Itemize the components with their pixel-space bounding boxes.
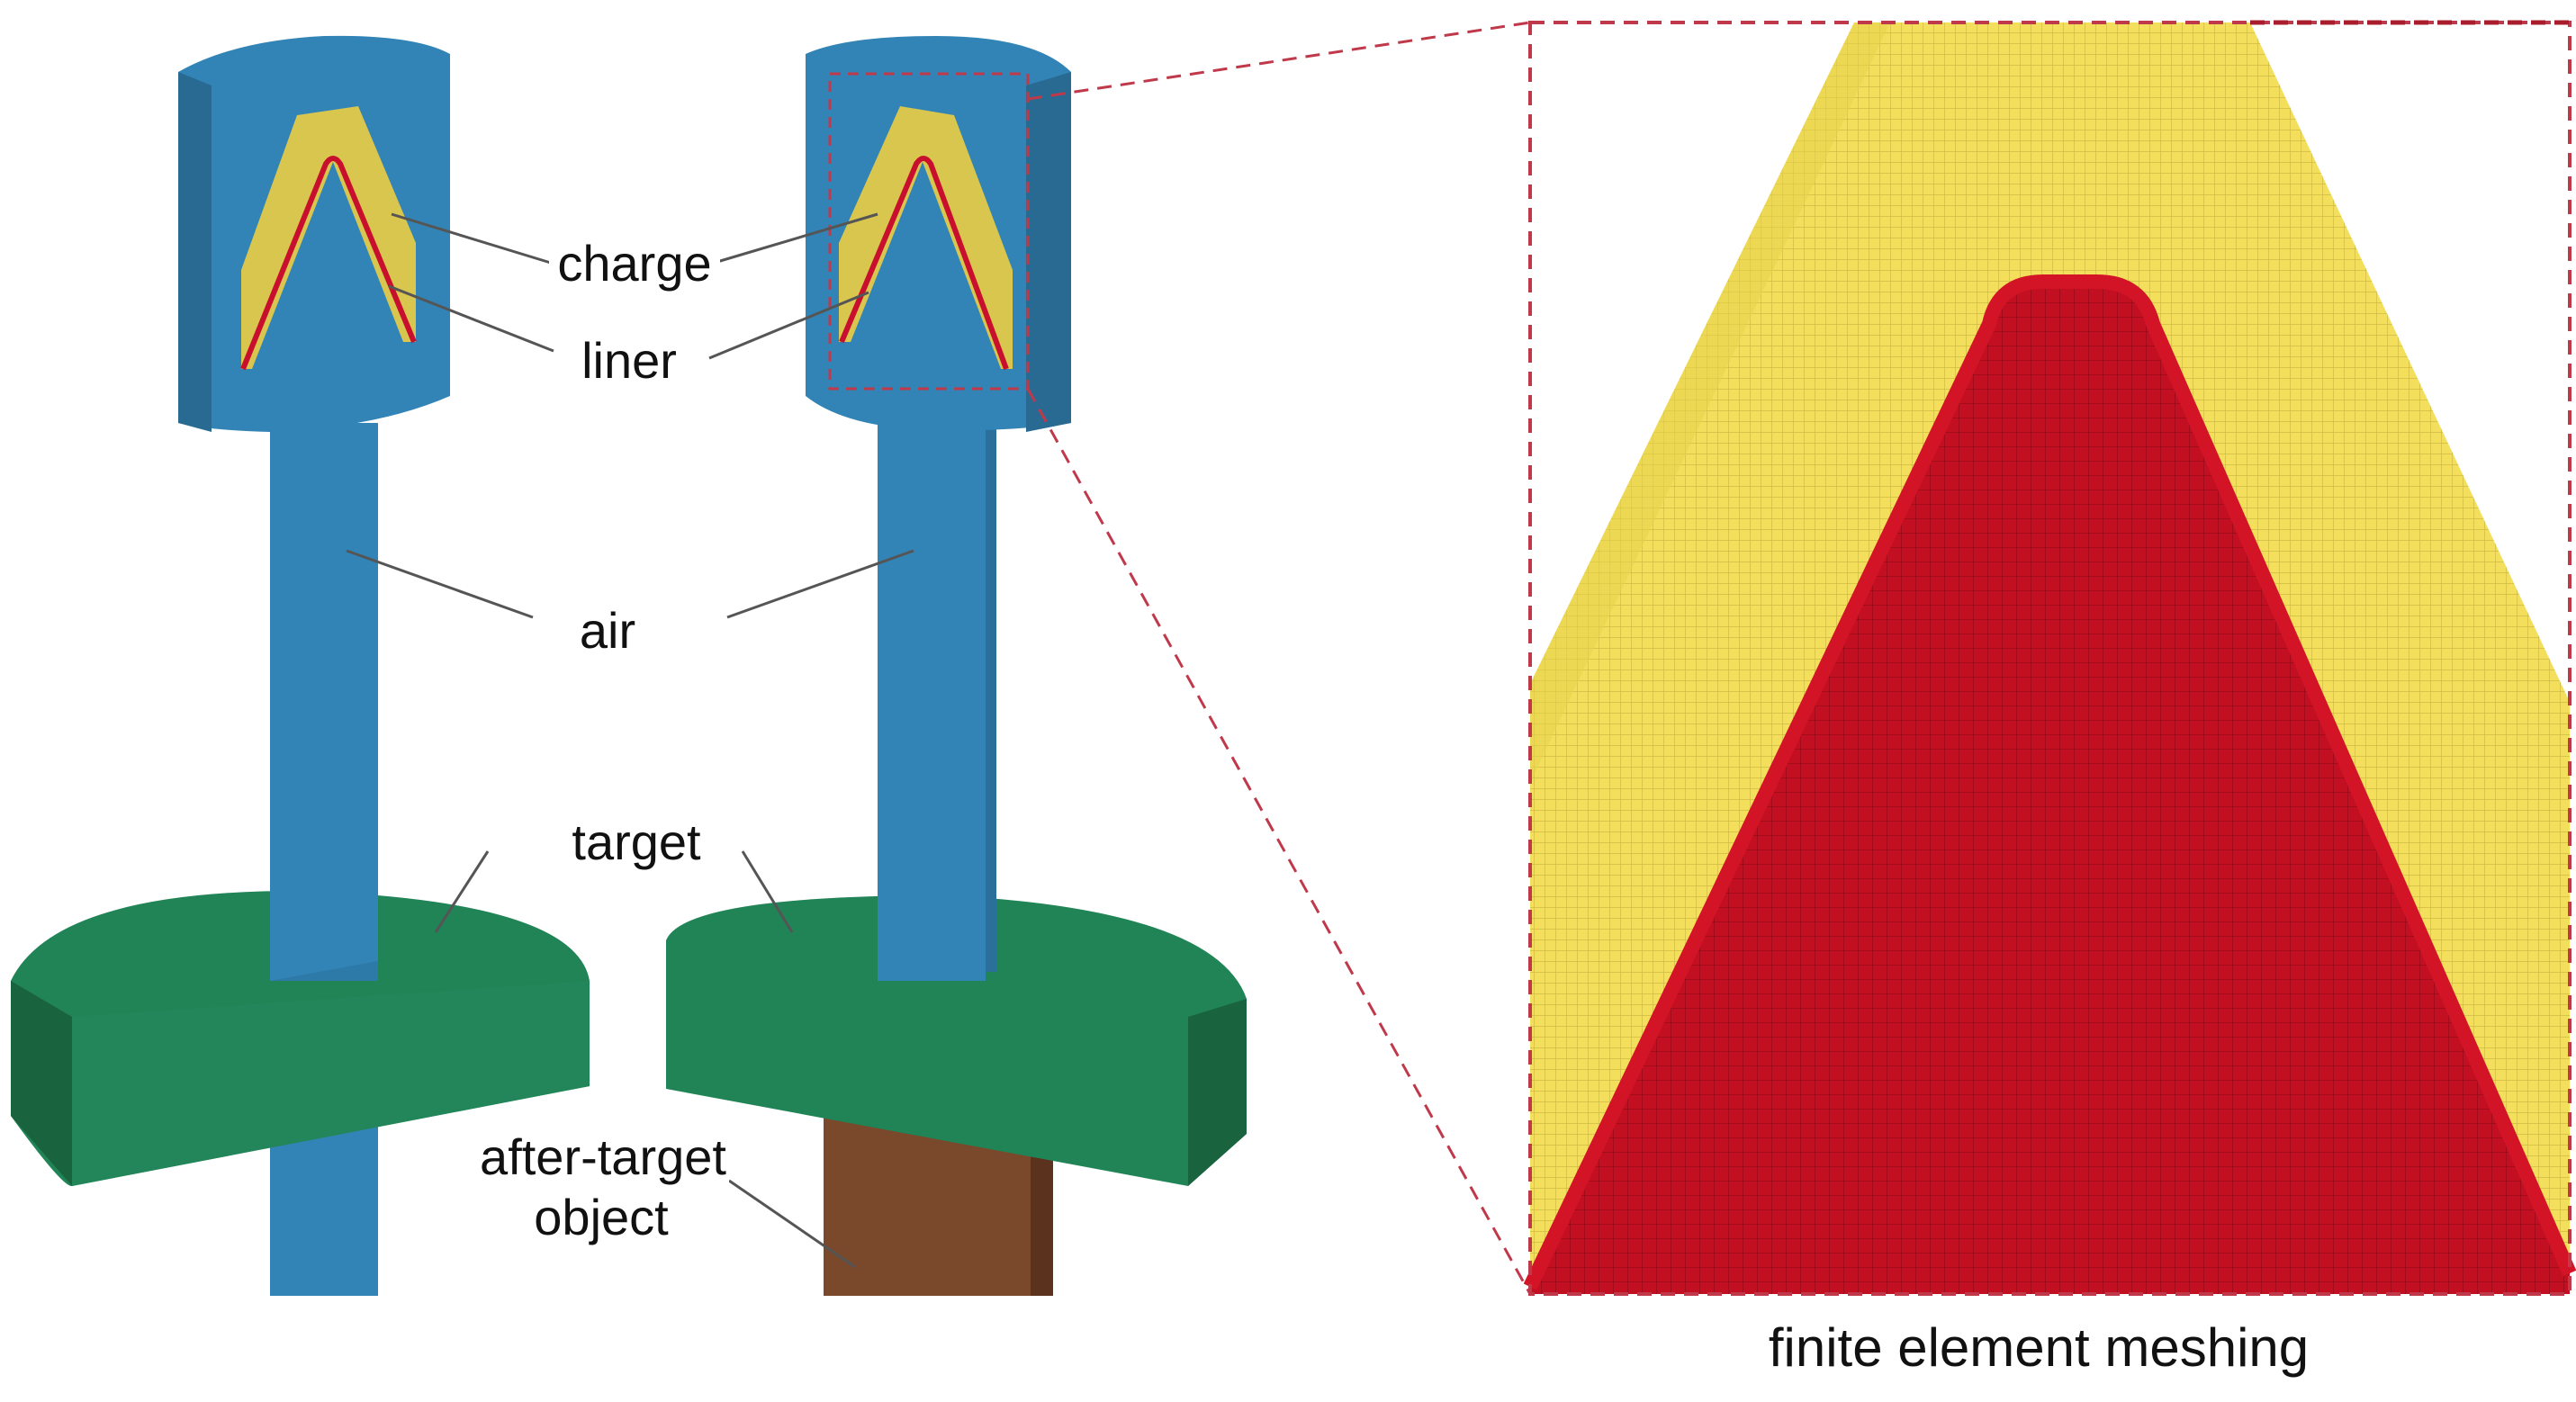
right-model (666, 36, 1247, 1296)
zoom-connectors (1026, 21, 1532, 1295)
zoom-source-box (828, 72, 1030, 391)
target-label-bg (536, 808, 738, 880)
charge-label-bg (549, 229, 720, 301)
left-liner (240, 156, 417, 371)
right-air-column (878, 423, 986, 981)
leader-lines (346, 212, 914, 1269)
after-target-label-line1: after-target (480, 1128, 726, 1185)
mesh-charge-edge (1530, 22, 1890, 783)
mesh-liner-region (1530, 282, 2570, 1294)
right-liner (839, 156, 1009, 371)
labels: charge liner air target after-target obj… (477, 229, 738, 1251)
right-target-disk (666, 895, 1247, 1186)
after-target-label-line2: object (534, 1189, 669, 1245)
air-label-bg (540, 594, 675, 666)
after-target-label-bg (477, 1125, 729, 1251)
air-label: air (580, 602, 635, 659)
mesh-liner-band (1523, 274, 2576, 1290)
left-air-column (270, 423, 378, 981)
liner-label-bg (563, 326, 698, 398)
left-target-disk (11, 891, 590, 1187)
liner-label: liner (581, 332, 677, 389)
target-label: target (572, 813, 701, 870)
charge-label: charge (557, 235, 711, 292)
left-charge (241, 106, 416, 369)
right-charge (839, 106, 1013, 369)
left-model (11, 35, 590, 1296)
mesh-caption: finite element meshing (1769, 1317, 2309, 1378)
mesh-panel: finite element meshing (1523, 20, 2576, 1378)
mesh-panel-border (1528, 21, 2571, 1296)
